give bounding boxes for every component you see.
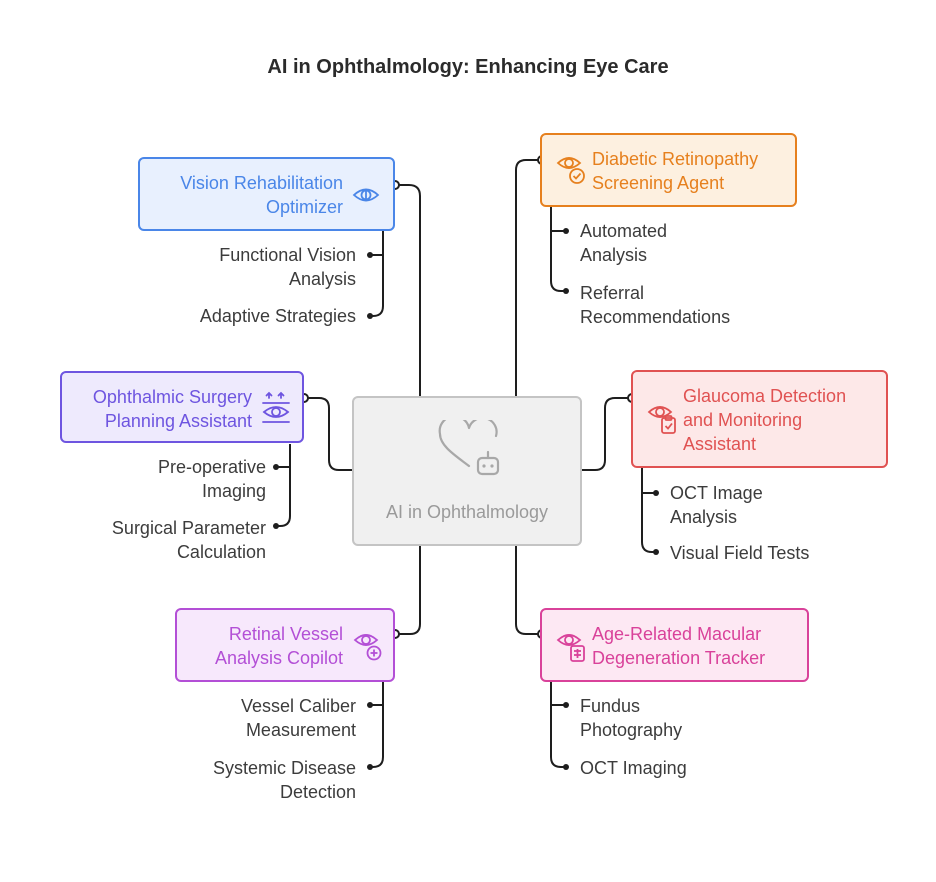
eye-report-icon: [556, 634, 585, 662]
node-title-line: Assistant: [683, 434, 757, 454]
leaf-systemic-disease-detection: Systemic Disease Detection: [212, 758, 356, 802]
node-vision-rehabilitation: Vision Rehabilitation Optimizer: [138, 157, 395, 231]
leaf-automated-analysis: Automated Analysis: [580, 221, 668, 265]
node-title-line: Diabetic Retinopathy: [592, 149, 759, 169]
eye-scan-icon: [262, 391, 290, 423]
node-title-line: Ophthalmic Surgery: [92, 387, 252, 407]
diagram-title: AI in Ophthalmology: Enhancing Eye Care: [267, 56, 669, 78]
leaf-oct-image-analysis: OCT Image Analysis: [670, 483, 763, 527]
node-title-line: Glaucoma Detection: [683, 386, 847, 406]
node-diabetic-retinopathy: Diabetic Retinopathy Screening Agent: [540, 133, 797, 207]
leaf-surgical-parameter-calculation: Surgical Parameter Calculation: [111, 518, 266, 562]
center-label: AI in Ophthalmology: [385, 502, 549, 522]
node-ophthalmic-surgery: Ophthalmic Surgery Planning Assistant: [60, 371, 304, 443]
node-glaucoma-detection: Glaucoma Detection and Monitoring Assist…: [631, 370, 888, 468]
eye-plus-icon: [353, 634, 382, 661]
leaf-adaptive-strategies: Adaptive Strategies: [199, 306, 356, 326]
node-macular-degeneration: Age-Related Macular Degeneration Tracker: [540, 608, 809, 682]
leaf-vessel-caliber-measurement: Vessel Caliber Measurement: [240, 696, 356, 740]
node-title-line: Age-Related Macular: [592, 624, 762, 644]
node-title-line: Optimizer: [265, 197, 343, 217]
node-title-line: Degeneration Tracker: [592, 648, 766, 668]
leaf-referral-recommendations: Referral Recommendations: [580, 283, 731, 327]
heart-robot-icon: [438, 420, 500, 476]
eye-focus-icon: [352, 188, 380, 202]
leaf-functional-vision-analysis: Functional Vision Analysis: [219, 245, 356, 289]
node-title-line: and Monitoring: [683, 410, 803, 430]
node-retinal-vessel: Retinal Vessel Analysis Copilot: [175, 608, 395, 682]
leaf-visual-field-tests: Visual Field Tests: [670, 543, 810, 563]
node-title-line: Screening Agent: [592, 173, 725, 193]
leaf-fundus-photography: Fundus Photography: [580, 696, 683, 740]
leaf-oct-imaging: OCT Imaging: [580, 758, 687, 778]
node-title-line: Analysis Copilot: [214, 648, 343, 668]
eye-clipboard-icon: [647, 406, 676, 434]
leaf-pre-operative-imaging: Pre-operative Imaging: [157, 457, 266, 501]
eye-check-icon: [556, 157, 585, 184]
node-title-line: Vision Rehabilitation: [180, 173, 343, 193]
node-title-line: Retinal Vessel: [228, 624, 343, 644]
center-node: AI in Ophthalmology: [352, 396, 582, 546]
node-title-line: Planning Assistant: [104, 411, 252, 431]
